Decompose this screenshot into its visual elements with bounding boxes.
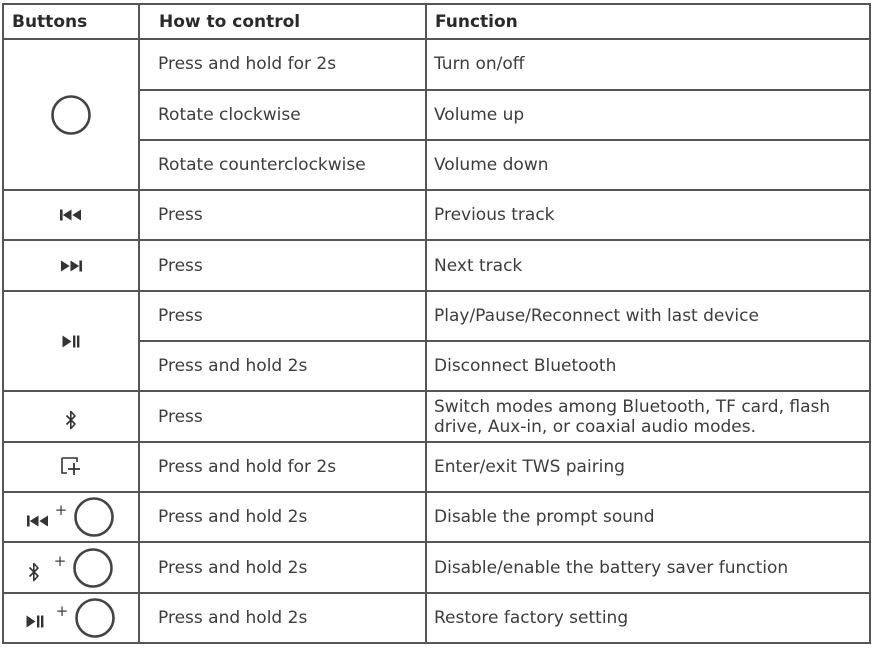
function-cell: Play/Pause/Reconnect with last device [425,289,871,343]
function-cell: Turn on/off [425,38,871,91]
combo-previous-knob: + [4,496,138,538]
control-cell: Press [138,189,427,242]
control-cell: Rotate counterclockwise [138,138,427,192]
table-row: Press Next track [2,239,871,292]
previous-track-icon [60,209,81,221]
function-cell: Volume down [425,138,871,192]
control-cell: Press [138,390,427,443]
control-cell: Press and hold for 2s [138,440,427,494]
table-row: Press and hold 2s Disconnect Bluetooth [3,340,871,393]
function-cell: Disable the prompt sound [425,491,871,544]
bluetooth-icon [65,410,76,429]
bluetooth-icon [28,562,39,581]
table-row: Rotate clockwise Volume up [3,88,871,141]
function-cell: Restore factory setting [425,591,871,645]
header-function: Function [425,2,871,41]
table-row: + Press and hold 2s Disable/enable the b… [2,541,871,594]
play-pause-icon [26,615,44,628]
play-pause-icon [62,335,80,348]
function-cell: Enter/exit TWS pairing [425,440,871,494]
table-row: Press and hold for 2s Turn on/off [2,38,871,192]
button-cell-knob [2,38,140,192]
button-cell-tws [2,440,140,494]
table-row: Press Previous track [2,189,871,242]
control-cell: Rotate clockwise [138,88,427,141]
control-cell: Press and hold 2s [138,541,427,594]
plus-sign: + [55,601,69,620]
header-how-to-control: How to control [138,2,427,41]
function-cell: Volume up [425,88,871,141]
next-track-icon [61,260,82,272]
table-row: + Press and hold 2s Disable the prompt s… [2,491,871,544]
function-cell: Next track [425,239,871,292]
knob-circle-icon [51,94,91,135]
plus-sign: + [54,501,68,520]
table-header-row: Buttons How to control Function [2,2,871,41]
control-cell: Press and hold 2s [138,491,427,544]
header-buttons: Buttons [2,2,140,41]
button-cell-play-pause-knob-combo: + [2,591,140,645]
combo-bluetooth-knob: + [4,547,138,589]
function-cell: Switch modes among Bluetooth, TF card, f… [425,390,871,443]
function-cell: Previous track [425,189,871,242]
function-cell: Disconnect Bluetooth [425,340,871,393]
previous-track-icon [26,515,48,527]
combo-play-pause-knob: + [4,597,138,639]
control-cell: Press and hold for 2s [138,38,427,91]
function-cell: Disable/enable the battery saver functio… [425,541,871,594]
button-cell-play-pause [2,289,140,393]
button-cell-bluetooth-knob-combo: + [2,541,140,594]
control-cell: Press [138,289,427,343]
table-row: Press and hold for 2s Enter/exit TWS pai… [2,440,871,494]
knob-circle-icon [73,547,114,588]
button-cell-previous-knob-combo: + [2,491,140,544]
table-row: Press Play/Pause/Reconnect with last dev… [2,289,871,393]
control-cell: Press [138,239,427,292]
table-row: + Press and hold 2s Restore factory sett… [2,591,871,645]
control-cell: Press and hold 2s [138,340,427,393]
table-row: Press Switch modes among Bluetooth, TF c… [2,390,871,443]
tws-pairing-icon [61,457,80,475]
button-cell-bluetooth [2,390,140,443]
table-row: Rotate counterclockwise Volume down [3,138,871,192]
knob-circle-icon [74,497,115,537]
control-cell: Press and hold 2s [138,591,427,645]
button-cell-next [2,239,140,292]
knob-circle-icon [75,598,116,638]
button-cell-previous [2,189,140,242]
plus-sign: + [53,551,67,570]
